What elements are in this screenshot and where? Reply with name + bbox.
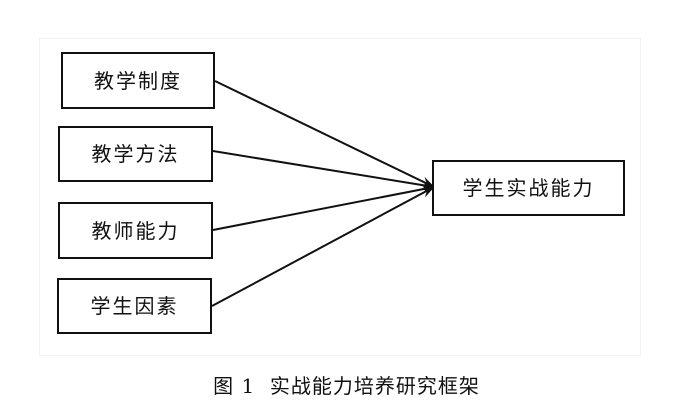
node-jiaoshi-nengli: 教师能力 bbox=[58, 202, 213, 259]
arrow-jiaoshi-nengli bbox=[212, 184, 435, 231]
arrow-jiaoxue-zhidu bbox=[214, 80, 435, 188]
node-xuesheng-shizhan-nengli-label: 学生实战能力 bbox=[462, 176, 595, 200]
node-jiaoxue-zhidu: 教学制度 bbox=[61, 52, 215, 109]
node-xuesheng-yinsu-label: 学生因素 bbox=[90, 294, 179, 318]
node-xuesheng-yinsu: 学生因素 bbox=[57, 278, 212, 334]
node-jiaoxue-zhidu-label: 教学制度 bbox=[94, 68, 182, 93]
node-jiaoshi-nengli-label: 教师能力 bbox=[91, 218, 180, 243]
figure-caption: 图 1 实战能力培养研究框架 bbox=[213, 374, 480, 398]
node-jiaoxue-fangfa: 教学方法 bbox=[58, 126, 213, 182]
node-xuesheng-shizhan-nengli: 学生实战能力 bbox=[432, 160, 625, 216]
arrow-jiaoxue-fangfa bbox=[212, 150, 435, 190]
node-jiaoxue-fangfa-label: 教学方法 bbox=[91, 142, 180, 166]
arrow-xuesheng-yinsu bbox=[211, 186, 435, 307]
